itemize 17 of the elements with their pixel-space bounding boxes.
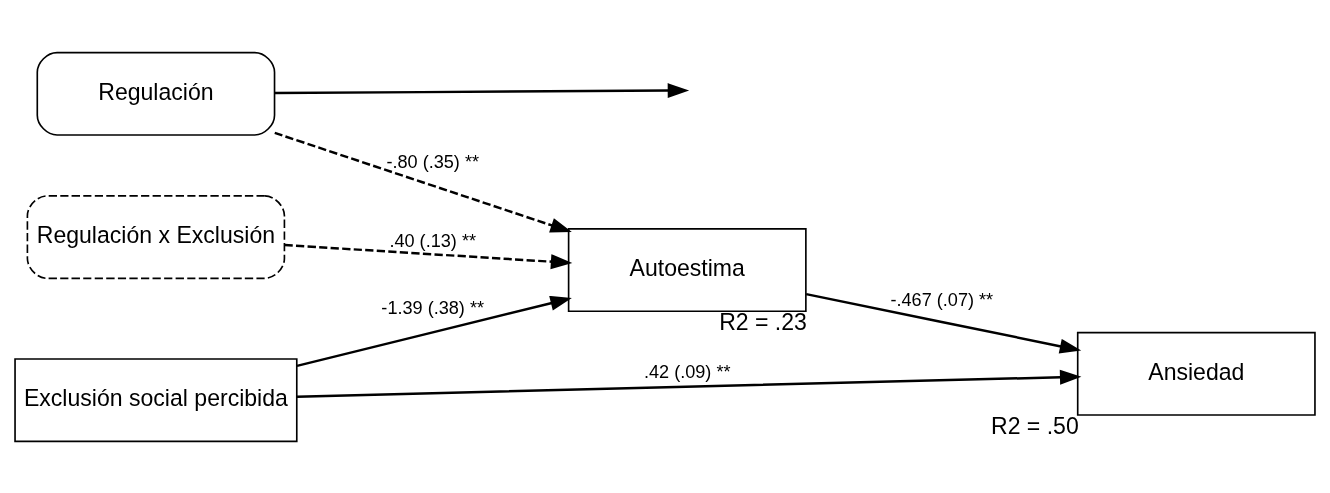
arrow — [284, 243, 573, 269]
node-box: Ansiedad — [1076, 331, 1316, 416]
node-box: Regulación — [36, 51, 276, 136]
edge-label: -.80 (.35) ** — [386, 151, 479, 172]
node-label: R2 = .50 — [990, 412, 1079, 438]
edge-label: .42 (.09) ** — [643, 361, 731, 382]
node-box: Regulación x Exclusión — [26, 194, 286, 279]
edge-label: .40 (.13) ** — [389, 230, 476, 251]
arrow — [274, 131, 572, 232]
arrow — [296, 295, 572, 367]
node-box: Autoestima — [567, 227, 807, 312]
arrow — [296, 369, 1082, 398]
node-box: Exclusión social percibida — [14, 357, 298, 442]
edge-label: -1.39 (.38) ** — [381, 297, 485, 318]
edge-label: -.467 (.07) ** — [890, 289, 994, 310]
arrow — [274, 82, 690, 98]
arrow — [805, 292, 1082, 354]
